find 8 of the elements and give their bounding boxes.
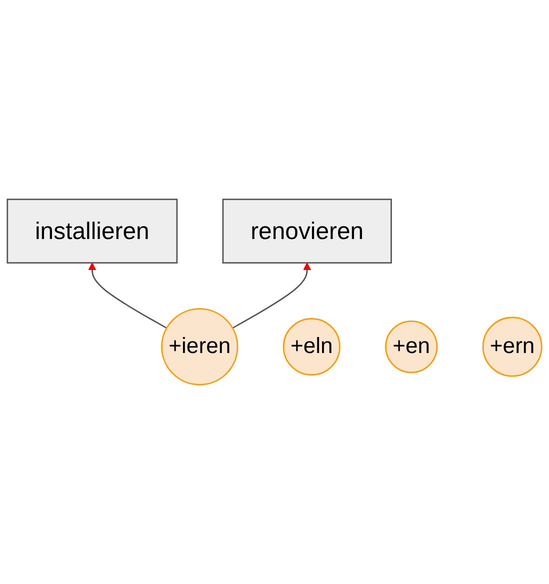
node-circle: +ieren — [161, 308, 238, 386]
node-circle: +en — [385, 320, 438, 374]
node-box: installieren — [6, 198, 178, 264]
node-box: renovieren — [222, 198, 392, 264]
node-circle: +ern — [482, 316, 542, 377]
node-circle: +eln — [282, 318, 340, 376]
arrow — [232, 262, 312, 329]
arrow — [88, 262, 167, 329]
